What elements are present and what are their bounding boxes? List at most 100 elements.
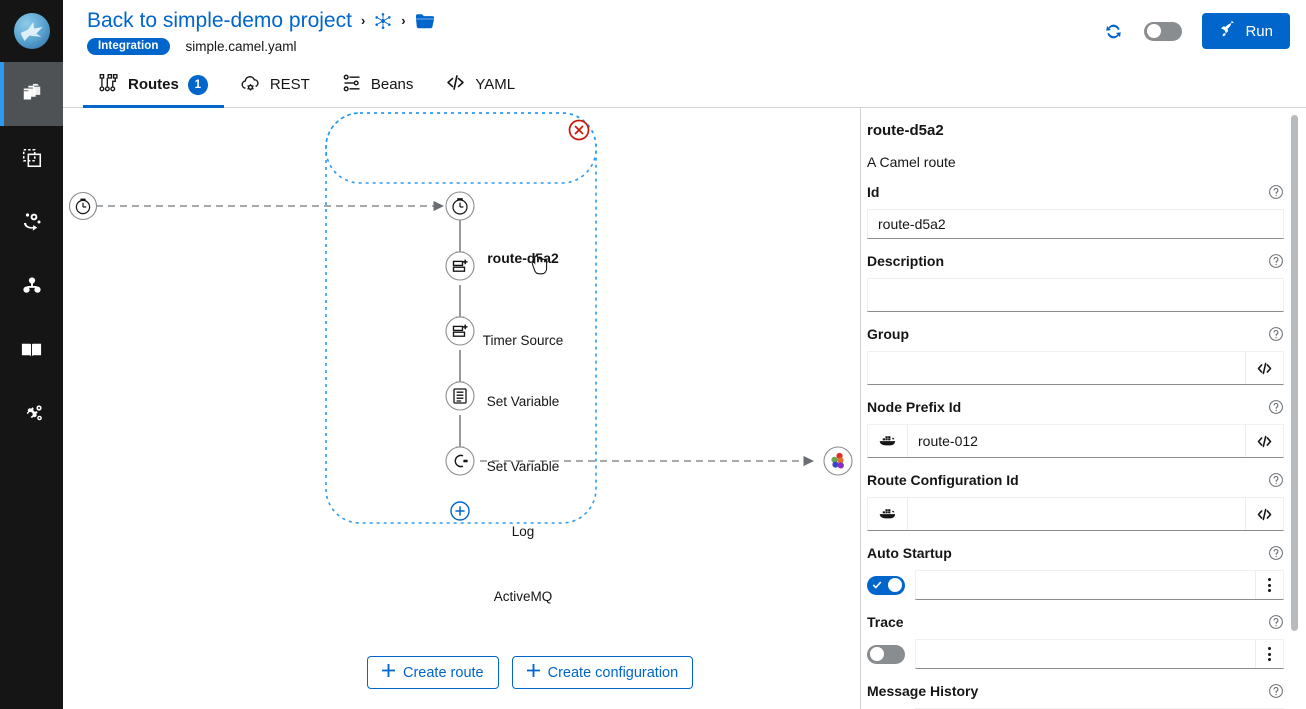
- panel-title: route-d5a2: [867, 122, 944, 139]
- panel-description: A Camel route: [867, 154, 956, 170]
- node-label-timer-source: Timer Source: [482, 333, 564, 348]
- tab-rest[interactable]: REST: [224, 62, 326, 107]
- expression-code-icon[interactable]: [1245, 425, 1283, 457]
- tab-routes-count: 1: [187, 74, 208, 95]
- help-circle-icon[interactable]: [1268, 683, 1284, 699]
- route-canvas[interactable]: route-d5a2 Timer Source Set Variable Set…: [63, 108, 860, 709]
- kebab-menu-icon[interactable]: [1255, 571, 1283, 599]
- panel-scrollbar-thumb[interactable]: [1291, 115, 1298, 631]
- help-circle-icon[interactable]: [1268, 253, 1284, 269]
- pod-icon: [868, 498, 908, 530]
- plus-icon: [526, 664, 540, 681]
- tab-routes-label: Routes: [128, 76, 179, 93]
- run-label: Run: [1245, 22, 1273, 40]
- kebab-menu-icon[interactable]: [1255, 640, 1283, 668]
- sidebar-item-components[interactable]: [0, 254, 63, 318]
- properties-scroll-area[interactable]: route-d5a2 A Camel route Id: [861, 108, 1292, 709]
- sidebar-item-kamelets[interactable]: [0, 126, 63, 190]
- sidebar-item-pipes[interactable]: [0, 190, 63, 254]
- field-label-id: Id: [867, 184, 880, 200]
- field-auto-startup: Auto Startup: [867, 542, 1284, 600]
- field-label-node-prefix-id: Node Prefix Id: [867, 399, 962, 415]
- panel-scrollbar-track[interactable]: [1291, 108, 1302, 709]
- field-label-auto-startup: Auto Startup: [867, 545, 952, 561]
- book-icon: [20, 339, 43, 362]
- field-description: Description: [867, 250, 1284, 312]
- left-rail: [0, 0, 63, 709]
- auto-startup-input[interactable]: [916, 571, 1255, 599]
- tab-beans[interactable]: Beans: [326, 62, 430, 107]
- field-node-prefix-id: Node Prefix Id: [867, 396, 1284, 458]
- group-input[interactable]: [868, 352, 1245, 384]
- app-header: Back to simple-demo project ›: [63, 0, 1306, 62]
- help-circle-icon[interactable]: [1268, 472, 1284, 488]
- plus-icon: [382, 664, 395, 681]
- help-circle-icon[interactable]: [1268, 326, 1284, 342]
- expression-code-icon[interactable]: [1245, 498, 1283, 530]
- header-left: Back to simple-demo project ›: [87, 8, 1103, 55]
- field-label-message-history: Message History: [867, 683, 979, 699]
- tab-yaml[interactable]: YAML: [429, 62, 531, 107]
- back-to-project-link[interactable]: Back to simple-demo project: [87, 8, 352, 32]
- node-prefix-id-input[interactable]: [908, 425, 1245, 457]
- help-circle-icon[interactable]: [1268, 545, 1284, 561]
- field-id: Id: [867, 181, 1284, 239]
- field-route-configuration-id: Route Configuration Id: [867, 469, 1284, 531]
- node-label-set-variable-1: Set Variable: [486, 394, 560, 409]
- breadcrumb-separator-2: ›: [401, 13, 406, 28]
- trace-input[interactable]: [916, 640, 1255, 668]
- create-route-label: Create route: [403, 664, 484, 681]
- toggle-knob: [888, 578, 902, 592]
- app-logo[interactable]: [0, 0, 63, 62]
- field-message-history: Message History: [867, 680, 1284, 709]
- beans-sliders-icon: [342, 73, 362, 97]
- rail-item-list: [0, 62, 63, 709]
- auto-startup-toggle[interactable]: [867, 575, 905, 595]
- create-route-button[interactable]: Create route: [367, 656, 499, 689]
- rocket-icon: [1219, 19, 1236, 42]
- create-configuration-label: Create configuration: [547, 664, 679, 681]
- trace-toggle[interactable]: [867, 644, 905, 664]
- expression-code-icon[interactable]: [1245, 352, 1283, 384]
- help-circle-icon[interactable]: [1268, 184, 1284, 200]
- help-circle-icon[interactable]: [1268, 614, 1284, 630]
- editor-body: route-d5a2 Timer Source Set Variable Set…: [63, 108, 1306, 709]
- field-label-route-configuration-id: Route Configuration Id: [867, 472, 1019, 488]
- description-textarea[interactable]: [867, 278, 1284, 312]
- help-circle-icon[interactable]: [1268, 399, 1284, 415]
- canvas-graphics: [68, 112, 853, 524]
- tab-beans-label: Beans: [370, 76, 414, 93]
- route-group-title[interactable]: route-d5a2: [487, 250, 559, 266]
- field-label-trace: Trace: [867, 614, 904, 630]
- node-label-activemq: ActiveMQ: [493, 589, 553, 604]
- sidebar-item-settings[interactable]: [0, 382, 63, 446]
- sidebar-item-catalog[interactable]: [0, 318, 63, 382]
- source-view-toggle[interactable]: [1144, 21, 1183, 41]
- sidebar-item-integrations[interactable]: [0, 62, 63, 126]
- rest-cloud-icon: [240, 72, 261, 97]
- tab-routes[interactable]: Routes 1: [83, 62, 224, 108]
- folder-icon[interactable]: [415, 12, 435, 30]
- file-name: simple.camel.yaml: [185, 38, 297, 54]
- route-configuration-id-input[interactable]: [908, 498, 1245, 530]
- toggle-knob: [1147, 24, 1162, 38]
- run-button[interactable]: Run: [1202, 13, 1290, 49]
- node-label-set-variable-2: Set Variable: [486, 459, 560, 474]
- breadcrumb: Back to simple-demo project ›: [87, 8, 1103, 34]
- refresh-icon[interactable]: [1103, 21, 1124, 42]
- topology-icon[interactable]: [374, 12, 392, 30]
- pod-icon: [868, 425, 908, 457]
- kaoto-logo-icon: [13, 13, 50, 49]
- field-group: Group: [867, 323, 1284, 385]
- tab-rest-label: REST: [269, 76, 310, 93]
- node-label-log: Log: [511, 524, 535, 539]
- breadcrumb-separator-1: ›: [360, 13, 366, 28]
- id-input[interactable]: [868, 210, 1283, 238]
- toggle-knob: [870, 647, 884, 661]
- cogs-icon: [20, 402, 44, 426]
- field-label-description: Description: [867, 253, 945, 269]
- field-label-group: Group: [867, 326, 909, 342]
- properties-panel: route-d5a2 A Camel route Id: [860, 108, 1306, 709]
- create-configuration-button[interactable]: Create configuration: [511, 656, 694, 689]
- status-badge: Integration: [87, 37, 170, 55]
